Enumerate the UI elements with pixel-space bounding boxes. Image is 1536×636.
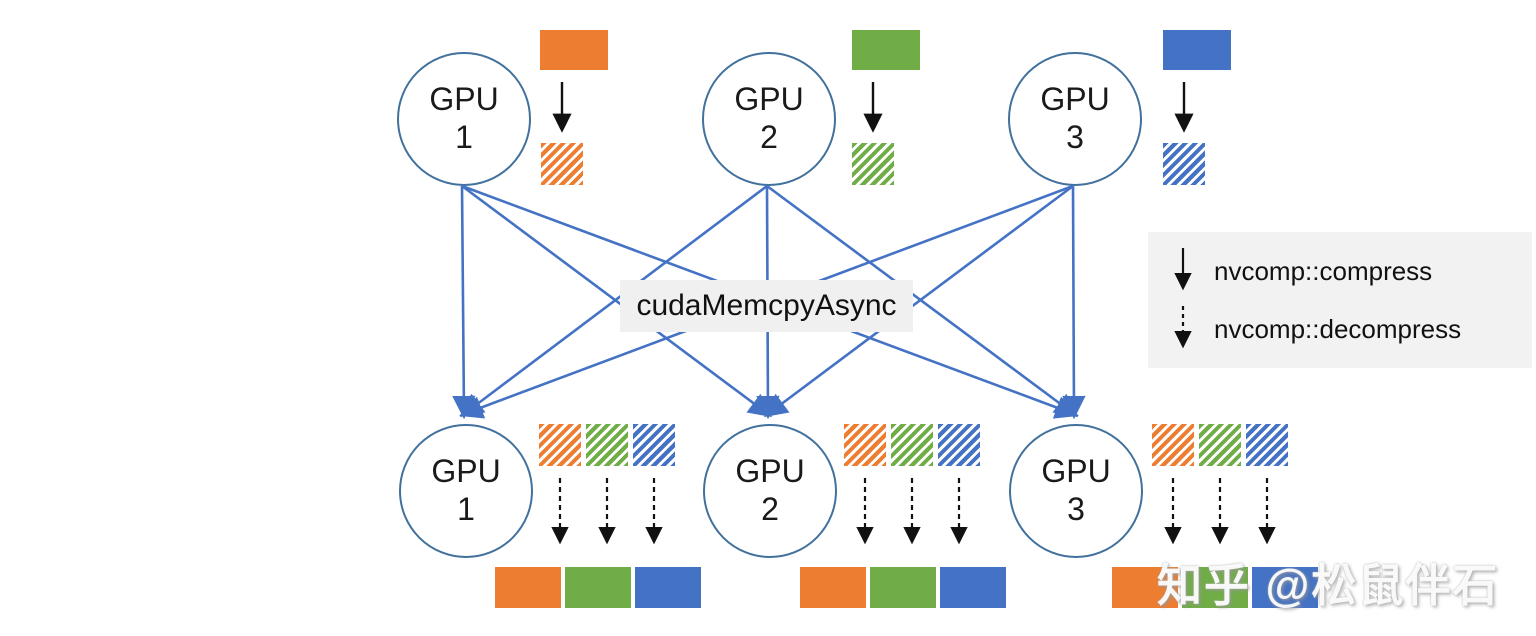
decompressed-block-blue [1252, 567, 1318, 608]
top-gpu-1-number: 1 [455, 119, 473, 155]
memcpy-label: cudaMemcpyAsync [620, 280, 913, 332]
top-gpu-3-label: GPU [1040, 81, 1110, 118]
received-compressed-green [586, 424, 628, 466]
received-compressed-blue [938, 424, 980, 466]
received-compressed-orange [1152, 424, 1194, 466]
decompressed-block-orange [495, 567, 561, 608]
top-gpu-2-label: GPU [734, 81, 804, 118]
watermark: 知乎 @松鼠伴石 [1157, 560, 1500, 611]
bottom-gpu-2-label: GPU [735, 453, 805, 490]
top-gpu-2-circle: GPU 2 [702, 52, 836, 186]
received-compressed-green [891, 424, 933, 466]
legend-decompress-label: nvcomp::decompress [1214, 313, 1462, 344]
received-compressed-green [1199, 424, 1241, 466]
top-gpu-3-circle: GPU 3 [1008, 52, 1142, 186]
decompressed-block-orange [800, 567, 866, 608]
bottom-gpu-3-number: 3 [1067, 491, 1085, 527]
legend-compress-label: nvcomp::compress [1214, 255, 1433, 286]
compress-arrows [552, 82, 1194, 133]
compressed-block-blue [1163, 143, 1205, 185]
dashed-down-arrow-icon [1174, 306, 1192, 349]
bottom-gpu-2-circle: GPU 2 [703, 424, 837, 558]
compressed-block-green [852, 143, 894, 185]
bottom-gpu-2-number: 2 [761, 491, 779, 527]
decompressed-block-blue [940, 567, 1006, 608]
top-gpu-3-number: 3 [1066, 119, 1084, 155]
decompressed-block-green [565, 567, 631, 608]
bottom-gpu-3-circle: GPU 3 [1009, 424, 1143, 558]
compressed-block-orange [541, 143, 583, 185]
decompressed-block-orange [1112, 567, 1178, 608]
bottom-gpu-3-label: GPU [1041, 453, 1111, 490]
decompressed-block-green [870, 567, 936, 608]
bottom-gpu-1-label: GPU [431, 453, 501, 490]
uncompressed-block-green [852, 30, 920, 70]
top-gpu-1-label: GPU [429, 81, 499, 118]
decompressed-block-green [1182, 567, 1248, 608]
legend-row-compress: nvcomp::compress [1148, 243, 1532, 299]
top-gpu-2-number: 2 [760, 119, 778, 155]
received-compressed-blue [1246, 424, 1288, 466]
top-gpu-1-circle: GPU 1 [397, 52, 531, 186]
legend-row-decompress: nvcomp::decompress [1148, 301, 1532, 357]
bottom-gpu-1-number: 1 [457, 491, 475, 527]
decompress-arrows [551, 478, 1276, 545]
received-compressed-orange [844, 424, 886, 466]
decompressed-block-blue [635, 567, 701, 608]
uncompressed-block-blue [1163, 30, 1231, 70]
received-compressed-blue [633, 424, 675, 466]
legend: nvcomp::compress nvcomp::decompress [1148, 232, 1532, 368]
received-compressed-orange [539, 424, 581, 466]
bottom-gpu-1-circle: GPU 1 [399, 424, 533, 558]
uncompressed-block-orange [540, 30, 608, 70]
solid-down-arrow-icon [1174, 248, 1192, 291]
